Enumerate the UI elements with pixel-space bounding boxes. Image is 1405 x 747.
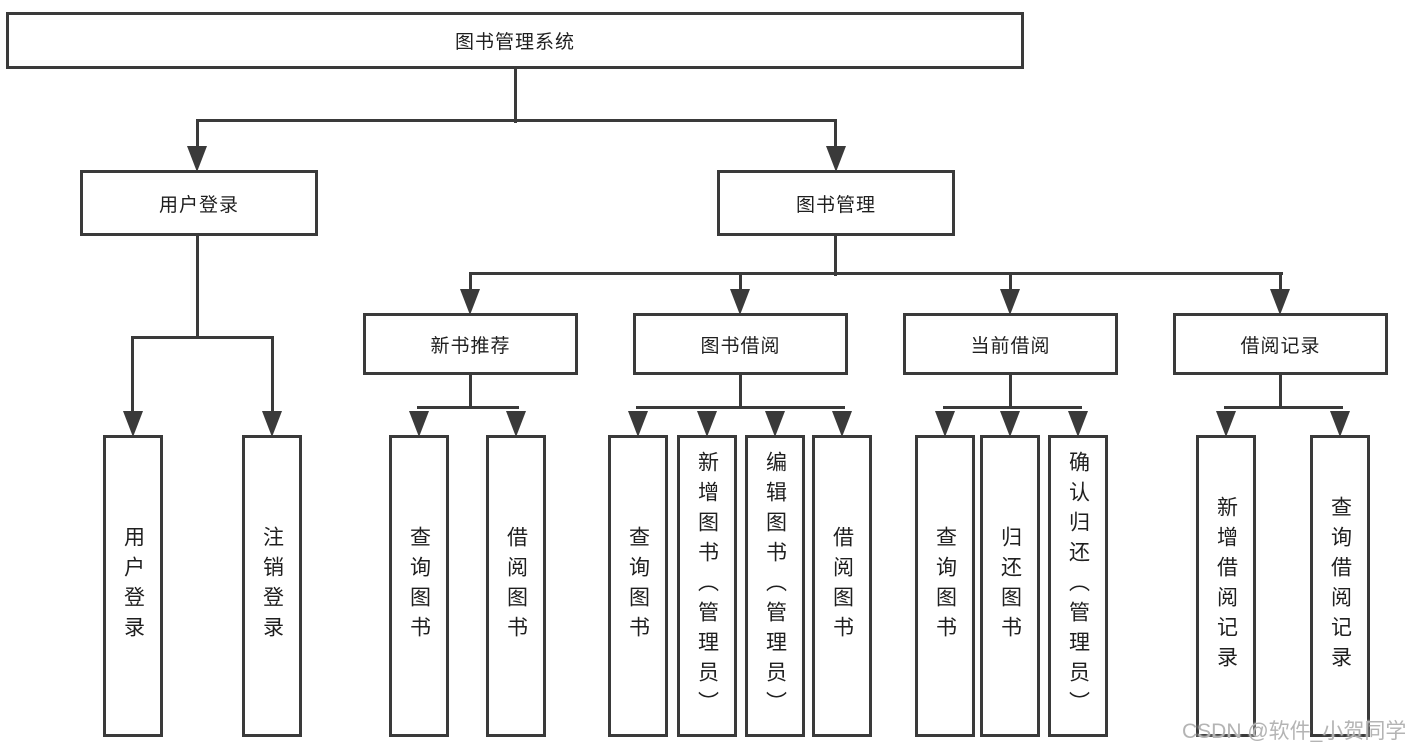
arrow-down-icon — [1330, 411, 1350, 437]
connector-group-bar — [417, 406, 519, 409]
arrow-down-icon — [1000, 411, 1020, 437]
arrow-down-icon — [1216, 411, 1236, 437]
arrow-down-icon — [1000, 289, 1020, 315]
arrow-down-icon — [826, 146, 846, 172]
arrow-down-icon — [628, 411, 648, 437]
connector-bookmgmt-down — [834, 234, 837, 276]
connector-userlogin-stem — [196, 119, 199, 149]
node-new-book-recommendation: 新书推荐 — [363, 313, 578, 375]
node-borrowing-records: 借阅记录 — [1173, 313, 1388, 375]
arrow-down-icon — [187, 146, 207, 172]
leaf-borrow-books-recommend: 借阅图书 — [486, 435, 546, 737]
connector-userlogin-down — [196, 234, 199, 338]
connector-leaf-stem — [1009, 272, 1012, 291]
connector-leaf-stem — [271, 336, 274, 413]
connector-group-stem — [1009, 374, 1012, 409]
arrow-down-icon — [506, 411, 526, 437]
connector-root-stub — [514, 67, 517, 123]
arrow-down-icon — [123, 411, 143, 437]
connector-group-bar — [1224, 406, 1343, 409]
arrow-down-icon — [460, 289, 480, 315]
arrow-down-icon — [1270, 289, 1290, 315]
connector-leaf-stem — [131, 336, 134, 413]
connector-leaf-stem — [1279, 272, 1282, 291]
connector-group-bar — [943, 406, 1082, 409]
leaf-return-books: 归还图书 — [980, 435, 1040, 737]
connector-group-stem — [469, 374, 472, 409]
leaf-user-login: 用户登录 — [103, 435, 163, 737]
leaf-query-borrow-record: 查询借阅记录 — [1310, 435, 1370, 737]
arrow-down-icon — [730, 289, 750, 315]
leaf-query-books-recommend: 查询图书 — [389, 435, 449, 737]
arrow-down-icon — [409, 411, 429, 437]
arrow-down-icon — [832, 411, 852, 437]
connector-userlogin-bar — [131, 336, 274, 339]
leaf-confirm-return-admin: 确认归还（管理员） — [1048, 435, 1108, 737]
connector-group-stem — [1279, 374, 1282, 409]
leaf-query-books-current: 查询图书 — [915, 435, 975, 737]
leaf-edit-book-admin: 编辑图书（管理员） — [745, 435, 805, 737]
connector-bookmgmt-stem — [834, 119, 837, 149]
arrow-down-icon — [697, 411, 717, 437]
node-library-management-system: 图书管理系统 — [6, 12, 1024, 69]
arrow-down-icon — [935, 411, 955, 437]
connector-leaf-stem — [739, 272, 742, 291]
arrow-down-icon — [1068, 411, 1088, 437]
leaf-logout: 注销登录 — [242, 435, 302, 737]
connector-level2-bar — [196, 119, 837, 122]
connector-level3-bar — [469, 272, 1283, 275]
leaf-query-books-borrowing: 查询图书 — [608, 435, 668, 737]
csdn-watermark: CSDN @软件_小贺同学 — [1182, 720, 1405, 743]
leaf-borrow-books-borrowing: 借阅图书 — [812, 435, 872, 737]
arrow-down-icon — [765, 411, 785, 437]
connector-group-bar — [636, 406, 845, 409]
node-book-borrowing: 图书借阅 — [633, 313, 848, 375]
node-current-borrowing: 当前借阅 — [903, 313, 1118, 375]
leaf-add-borrow-record: 新增借阅记录 — [1196, 435, 1256, 737]
connector-leaf-stem — [469, 272, 472, 291]
node-user-login: 用户登录 — [80, 170, 318, 236]
arrow-down-icon — [262, 411, 282, 437]
leaf-add-book-admin: 新增图书（管理员） — [677, 435, 737, 737]
connector-group-stem — [739, 374, 742, 409]
node-book-management: 图书管理 — [717, 170, 955, 236]
